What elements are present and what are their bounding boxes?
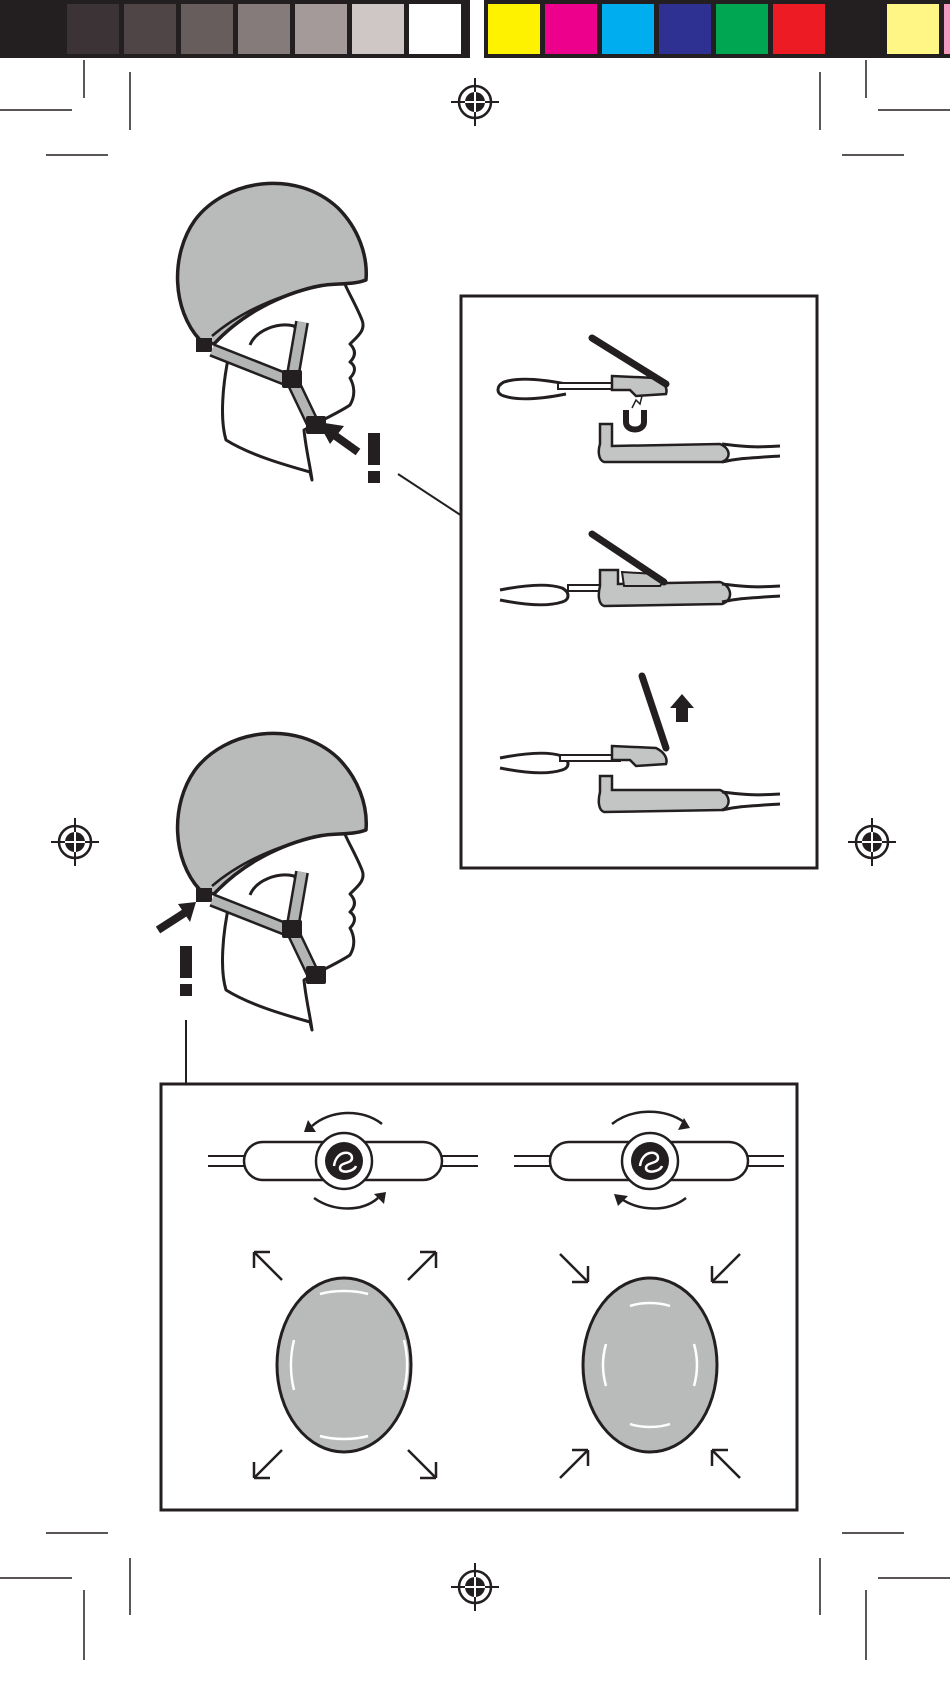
registration-mark-icon — [451, 78, 499, 126]
color-swatch — [830, 4, 882, 54]
fit-dial-panel — [161, 1084, 797, 1510]
gray-swatch — [67, 4, 119, 54]
buckle-panel — [461, 296, 817, 868]
step-rear-dial — [158, 733, 366, 1085]
warning-exclamation-icon — [180, 946, 192, 996]
registration-mark-icon — [451, 1563, 499, 1611]
color-calibration-bar — [0, 0, 950, 58]
color-swatch — [773, 4, 825, 54]
gray-swatch — [409, 4, 461, 54]
gray-swatch — [295, 4, 347, 54]
color-swatch — [602, 4, 654, 54]
color-swatch — [545, 4, 597, 54]
helmet-head-illustration — [178, 733, 367, 1030]
gray-swatch — [352, 4, 404, 54]
dial-logo-icon — [325, 1142, 363, 1180]
registration-mark-icon — [51, 818, 99, 866]
color-swatch — [488, 4, 540, 54]
gray-swatch — [124, 4, 176, 54]
color-swatch — [887, 4, 939, 54]
color-swatch — [944, 4, 950, 54]
color-swatch — [659, 4, 711, 54]
dial-logo-icon — [631, 1142, 669, 1180]
warning-exclamation-icon — [368, 433, 380, 483]
gray-swatch — [238, 4, 290, 54]
gray-swatch — [10, 4, 62, 54]
color-swatch — [716, 4, 768, 54]
step-chin-buckle — [178, 183, 462, 516]
registration-mark-icon — [848, 818, 896, 866]
gray-swatch — [181, 4, 233, 54]
